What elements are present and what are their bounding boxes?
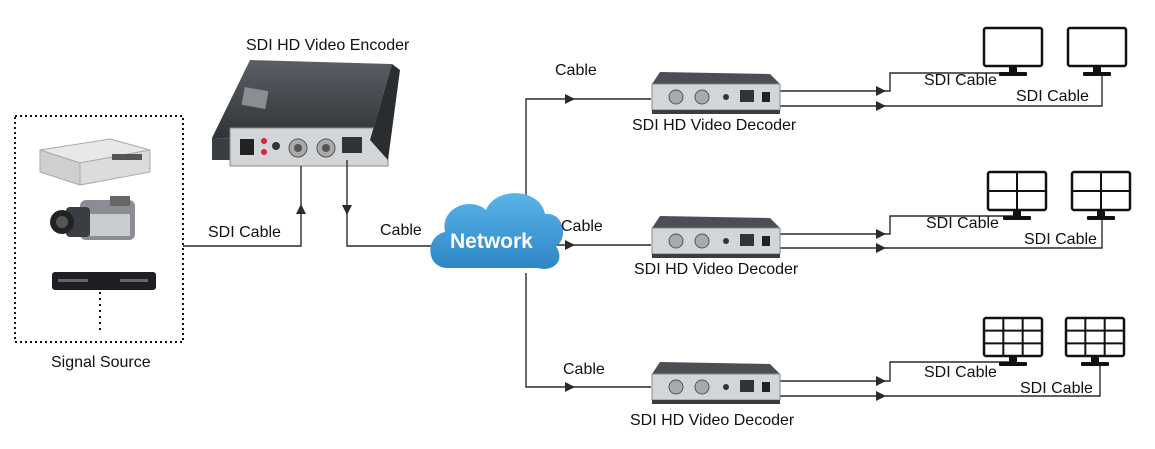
monitor-icon [1064,316,1126,366]
signal-source-group [14,115,184,343]
decoder-label: SDI HD Video Decoder [630,412,795,429]
encoder-device [212,60,400,167]
set-top-box-icon [39,138,151,186]
bnc-port-icon [288,138,308,158]
decoder-cable-label: SDI Cable [1024,231,1097,248]
network-cloud-icon [430,193,564,269]
decoder-device [651,72,781,114]
decoder-cable-label: SDI Cable [926,215,999,232]
bnc-port-icon [694,379,710,395]
dvd-player-icon [52,272,156,290]
ethernet-port-icon [342,137,362,153]
bnc-port-icon [668,233,684,249]
monitor-icon [1066,26,1128,76]
decoder-cable-label: SDI Cable [1020,380,1093,397]
camcorder-icon [50,196,135,240]
link-label-decoder-2: Cable [561,218,603,235]
bnc-port-icon [316,138,336,158]
monitor-icon [986,170,1048,220]
link-label-decoder-1: Cable [555,62,597,79]
power-port-icon [240,139,254,155]
ethernet-port-icon [740,234,754,246]
bnc-port-icon [694,89,710,105]
link-label-source-encoder: SDI Cable [208,224,281,241]
decoder-device [651,216,781,258]
monitor-icon [982,26,1044,76]
ethernet-port-icon [740,90,754,102]
bnc-port-icon [668,89,684,105]
arrowheads [296,86,886,401]
monitors [982,26,1132,366]
decoder-device [651,362,781,404]
bnc-port-icon [668,379,684,395]
decoder-cable-label: SDI Cable [924,364,997,381]
source-label: Signal Source [51,354,151,371]
bnc-port-icon [694,233,710,249]
decoder-cable-label: SDI Cable [1016,88,1089,105]
link-label-decoder-3: Cable [563,361,605,378]
link-label-encoder-network: Cable [380,222,422,239]
ethernet-port-icon [740,380,754,392]
monitor-icon [1070,170,1132,220]
network-label: Network [450,230,533,253]
encoder-title: SDI HD Video Encoder [246,37,410,54]
decoder-label: SDI HD Video Decoder [634,261,799,278]
decoder-label: SDI HD Video Decoder [632,117,797,134]
connection-lines [183,72,1103,397]
decoder-devices [651,72,781,404]
monitor-icon [982,316,1044,366]
decoder-cable-label: SDI Cable [924,72,997,89]
